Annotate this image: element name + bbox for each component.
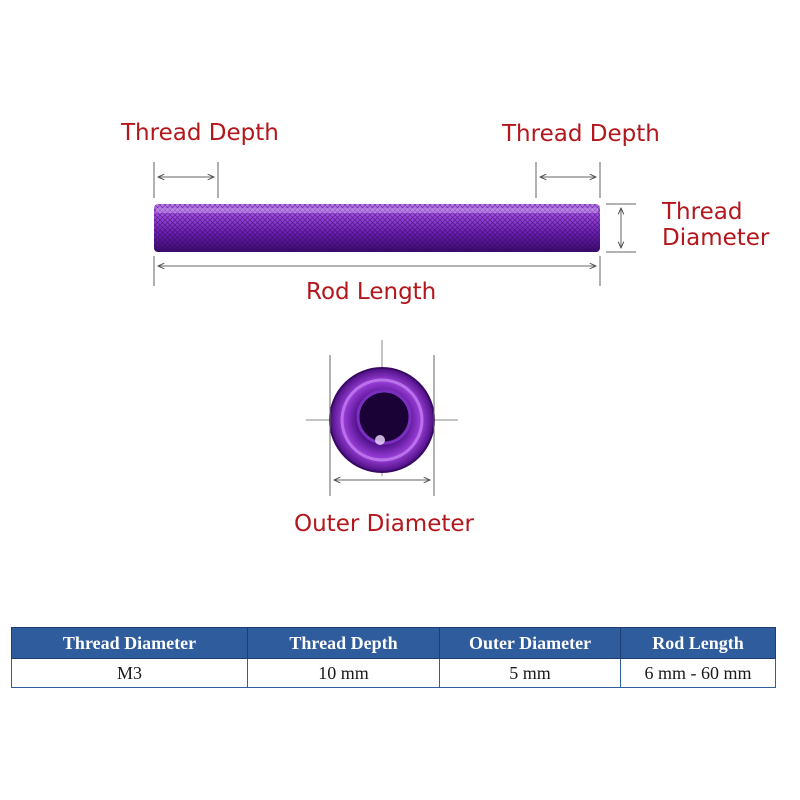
thread-diameter-label-line1: Thread xyxy=(662,199,743,225)
rod-end-view-icon xyxy=(306,340,458,476)
thread-depth-right-dimension xyxy=(535,162,601,198)
thread-depth-left-dimension xyxy=(153,162,219,198)
thread-depth-left-label: Thread Depth xyxy=(121,120,279,146)
header-thread-diameter: Thread Diameter xyxy=(11,627,248,659)
spec-table-header-row: Thread Diameter Thread Depth Outer Diame… xyxy=(11,627,776,659)
cell-thread-diameter: M3 xyxy=(11,658,248,688)
rod-dimension-diagram xyxy=(153,162,636,496)
header-outer-diameter: Outer Diameter xyxy=(439,627,621,659)
purple-rod-icon xyxy=(154,204,600,252)
rod-length-label: Rod Length xyxy=(306,279,437,305)
table-row: M3 10 mm 5 mm 6 mm - 60 mm xyxy=(11,658,776,688)
outer-diameter-dimension xyxy=(329,355,435,496)
thread-diameter-label-line2: Diameter xyxy=(662,225,770,251)
cell-outer-diameter: 5 mm xyxy=(439,658,621,688)
spec-table: Thread Diameter Thread Depth Outer Diame… xyxy=(11,627,776,688)
rod-length-dimension xyxy=(153,256,601,286)
thread-diameter-dimension xyxy=(606,203,636,253)
header-rod-length: Rod Length xyxy=(620,627,776,659)
thread-depth-right-label: Thread Depth xyxy=(502,121,660,147)
header-thread-depth: Thread Depth xyxy=(247,627,440,659)
cell-rod-length: 6 mm - 60 mm xyxy=(620,658,776,688)
outer-diameter-label: Outer Diameter xyxy=(294,511,474,537)
cell-thread-depth: 10 mm xyxy=(247,658,440,688)
